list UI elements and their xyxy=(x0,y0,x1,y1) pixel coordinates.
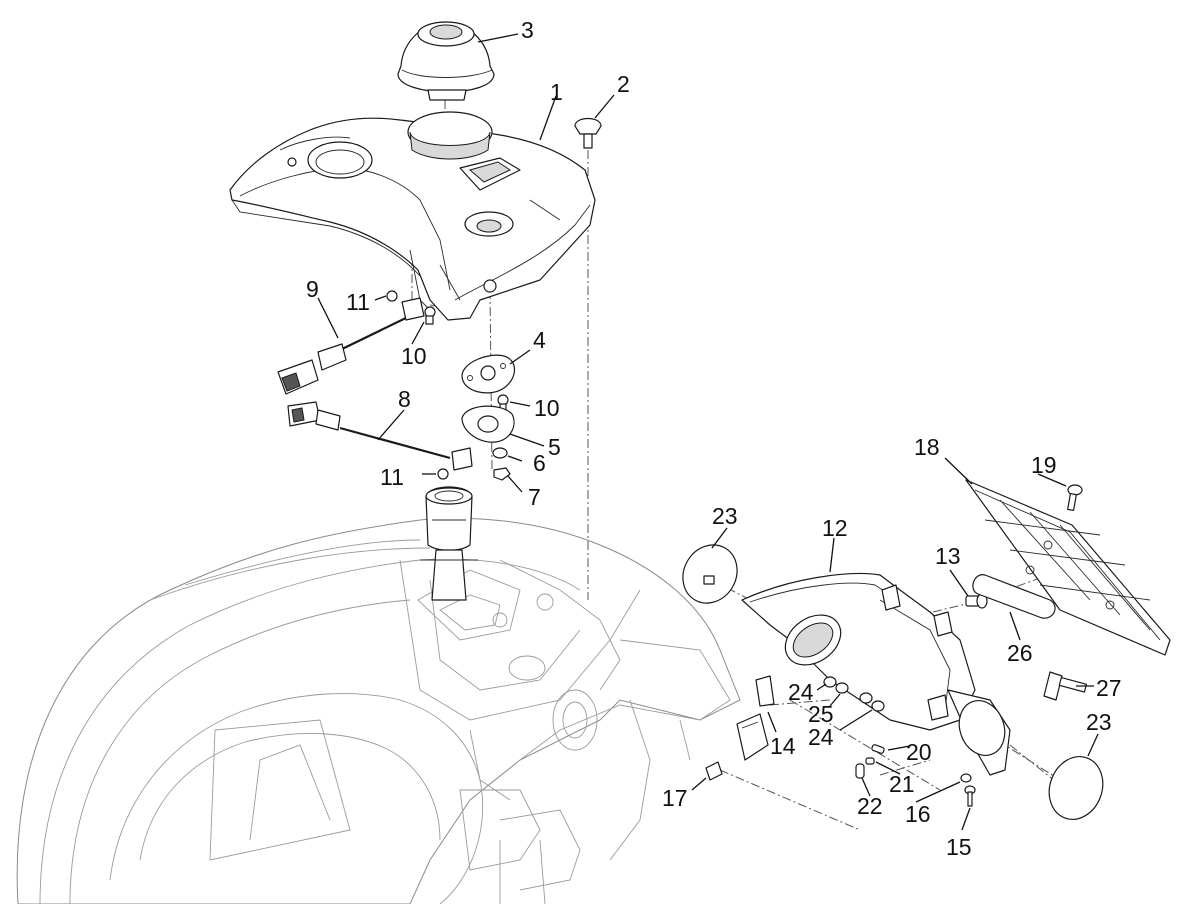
part-2-screw xyxy=(574,117,602,149)
part-23-reflector-right xyxy=(1048,756,1104,820)
callout-11-upper: 11 xyxy=(346,289,370,315)
part-24-washer-upper xyxy=(823,676,837,688)
part-27-bolt xyxy=(1043,671,1088,701)
callout-16: 16 xyxy=(905,801,931,827)
callout-14: 14 xyxy=(770,733,796,759)
part-9-cable xyxy=(277,297,425,395)
part-13-screw xyxy=(965,593,988,609)
part-22-bulb xyxy=(855,763,865,779)
part-18-plate-mount xyxy=(965,479,1171,656)
callout-5: 5 xyxy=(548,434,561,460)
callout-3: 3 xyxy=(521,17,534,43)
fuel-filler-neck xyxy=(420,486,478,601)
part-16-washer xyxy=(960,773,972,783)
part-23-reflector-left xyxy=(682,544,738,604)
part-21-spring xyxy=(865,757,875,765)
callout-4: 4 xyxy=(533,327,546,353)
part-4-plate xyxy=(461,354,516,394)
callout-13: 13 xyxy=(935,543,961,569)
part-10-screw-upper xyxy=(424,306,436,325)
part-7-nut xyxy=(493,467,511,481)
callout-24-upper: 24 xyxy=(788,679,814,705)
part-11-nut-lower xyxy=(437,468,449,480)
part-14-clip xyxy=(755,675,775,707)
part-20-bolt xyxy=(871,744,885,754)
part-25-nut xyxy=(835,682,849,694)
part-26-gasket xyxy=(972,574,1056,619)
callout-17: 17 xyxy=(662,785,688,811)
part-24-washer-lower xyxy=(871,700,885,712)
callout-19: 19 xyxy=(1031,452,1057,478)
callout-20: 20 xyxy=(906,739,932,765)
part-25-nut-second xyxy=(859,692,873,704)
part-6-washer xyxy=(492,447,508,459)
callout-6: 6 xyxy=(533,450,546,476)
callout-18: 18 xyxy=(914,434,940,460)
callout-27: 27 xyxy=(1096,675,1122,701)
leader-lines xyxy=(317,33,1099,831)
callout-22: 22 xyxy=(857,793,883,819)
callout-11-lower: 11 xyxy=(380,464,404,490)
callout-labels: 1 2 3 4 5 6 7 8 9 10 10 11 11 12 13 14 1… xyxy=(306,17,1122,860)
callout-25: 25 xyxy=(808,701,834,727)
callout-23-left: 23 xyxy=(712,503,738,529)
callout-1: 1 xyxy=(550,79,563,105)
part-17-clip xyxy=(705,761,723,781)
callout-10-lower: 10 xyxy=(534,395,560,421)
callout-24-lower: 24 xyxy=(808,724,834,750)
part-12-plate-holder xyxy=(741,572,1011,776)
part-14-lamp-lens xyxy=(736,713,769,761)
callout-26: 26 xyxy=(1007,640,1033,666)
callout-7: 7 xyxy=(528,484,541,510)
part-11-nut-upper xyxy=(386,290,398,302)
callout-2: 2 xyxy=(617,71,630,97)
callout-9: 9 xyxy=(306,276,319,302)
part-19-screw xyxy=(1067,484,1083,511)
part-1-rear-cover xyxy=(229,111,596,321)
callout-12: 12 xyxy=(822,515,848,541)
part-5-bracket xyxy=(461,405,515,443)
callout-23-right: 23 xyxy=(1086,709,1112,735)
callout-8: 8 xyxy=(398,386,411,412)
scooter-frame xyxy=(16,517,741,904)
part-8-cable xyxy=(287,401,473,471)
callout-21: 21 xyxy=(889,771,915,797)
callout-10-upper: 10 xyxy=(401,343,427,369)
callout-15: 15 xyxy=(946,834,972,860)
part-15-screw xyxy=(964,785,976,807)
part-3-filler-cap xyxy=(397,21,495,101)
